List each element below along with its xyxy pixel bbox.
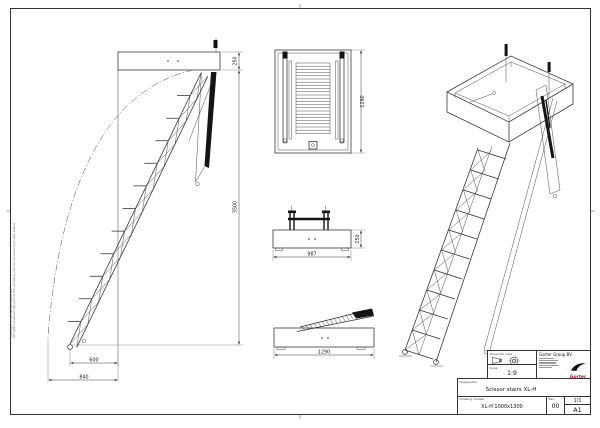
drawing-number-value: XL-H 1000x1300 [481, 404, 523, 410]
copyright-note: Copyright © by Gorter Group BV All right… [10, 223, 17, 338]
company-name: Gorter Group BV [539, 351, 572, 357]
address-line [539, 360, 558, 362]
isometric-view [399, 44, 574, 367]
address-line [539, 366, 552, 368]
swing-arc [47, 69, 194, 337]
plan-view-closed: 1290 [274, 49, 366, 154]
drawing-number-label: Drawing number [459, 397, 485, 401]
address-line [539, 358, 554, 360]
dim-front-width: 987 [307, 251, 316, 257]
address-line [539, 364, 559, 366]
sheet-frame [6, 4, 595, 419]
scale-value: 1:9 [507, 369, 517, 377]
title-block-upper: Projection view Scale 1:9 Gorter Group B… [487, 350, 591, 380]
company-logo: Gorter [568, 357, 589, 380]
logo-text: Gorter [568, 375, 589, 380]
projection-label: Projection view [489, 351, 513, 356]
dim-plan-length: 1290 [360, 95, 366, 107]
designation-cell: Designation Scissor stairs XL-H [458, 379, 590, 397]
paper-format: A1 [573, 405, 582, 414]
address-line [539, 362, 556, 364]
revision-label: Rev. [548, 397, 555, 401]
side-view-closed: 1290 [273, 308, 375, 359]
side-view-open: 250 3500 600 840 [47, 38, 243, 382]
designation-value: Scissor stairs XL-H [485, 387, 537, 393]
front-view-closed: 987 250 [272, 205, 365, 261]
dim-front-height: 250 [355, 234, 361, 243]
projection-cell: Projection view [488, 351, 536, 365]
dim-foot: 600 [89, 357, 98, 363]
drawing-number-cell: Drawing number XL-H 1000x1300 [458, 396, 547, 414]
dim-height: 3500 [233, 201, 239, 213]
revision-cell: Rev. 00 [547, 396, 565, 414]
dim-casing-height: 250 [233, 56, 239, 65]
gorter-logo-icon [571, 363, 586, 371]
first-angle-projection-icon [492, 357, 502, 364]
dim-side-length: 1290 [318, 349, 330, 355]
projection-circle-icon [508, 356, 520, 365]
designation-label: Designation [459, 379, 478, 384]
title-block-lower: Designation Scissor stairs XL-H Drawing … [457, 378, 591, 415]
revision-value: 00 [551, 402, 560, 410]
dim-swing: 840 [79, 374, 88, 380]
company-cell: Gorter Group BV Gorter [537, 351, 590, 380]
scale-cell: Scale 1:9 [488, 365, 536, 378]
copyright-line: All rights reserved. No part of this dra… [12, 223, 17, 338]
scale-label: Scale [489, 365, 498, 370]
sheet-number: 1/1 [565, 397, 590, 405]
